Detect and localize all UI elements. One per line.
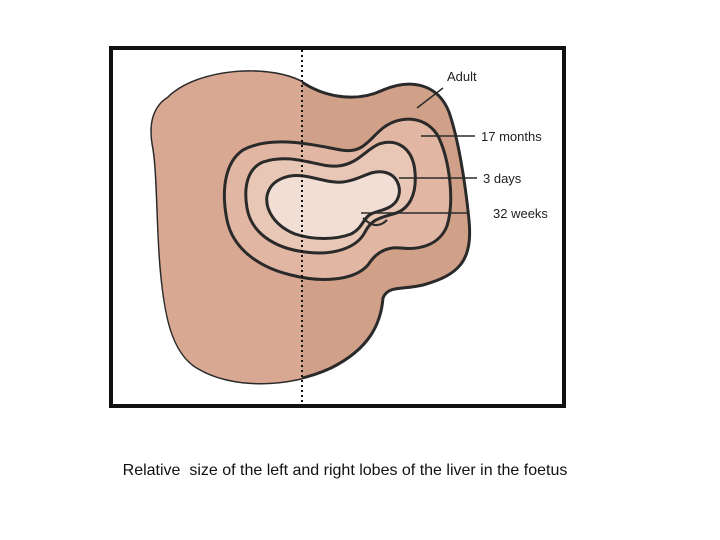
adult-pointer-line bbox=[416, 87, 444, 109]
liver-diagram-frame: Adult 17 months 3 days 32 weeks bbox=[109, 46, 566, 408]
label-adult: Adult bbox=[447, 69, 477, 84]
weeks32-liver-shape bbox=[265, 170, 401, 240]
figure-caption: Relative size of the left and right lobe… bbox=[122, 462, 568, 479]
label-3-days: 3 days bbox=[483, 171, 522, 186]
weeks32-notch bbox=[362, 217, 388, 226]
liver-diagram: Adult 17 months 3 days 32 weeks bbox=[150, 50, 548, 404]
label-32-weeks: 32 weeks bbox=[493, 206, 548, 221]
label-17-months: 17 months bbox=[481, 129, 542, 144]
